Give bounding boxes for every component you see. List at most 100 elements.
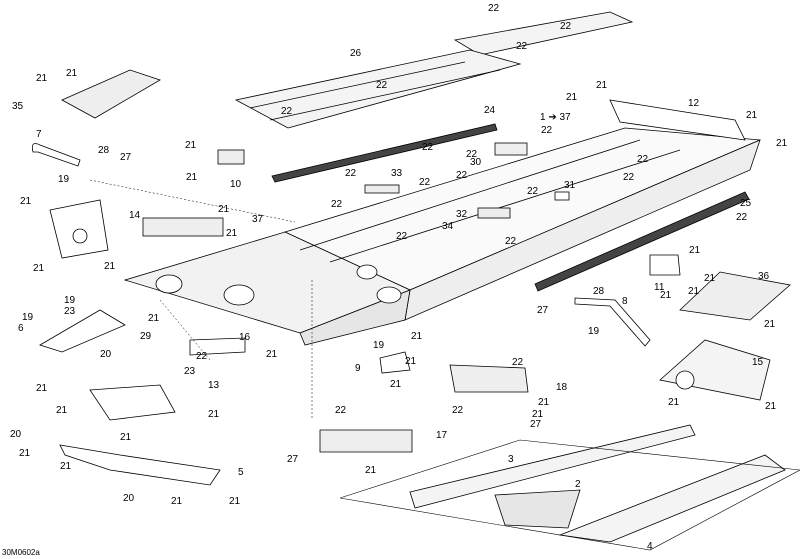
callout-22: 22	[376, 80, 388, 91]
callout-22: 22	[541, 125, 553, 136]
callout-22: 22	[281, 106, 293, 117]
part-11-bracket	[649, 254, 681, 276]
callout-21: 21	[56, 405, 68, 416]
callout-19: 19	[64, 295, 76, 306]
callout-21: 21	[764, 319, 776, 330]
callout-32: 32	[456, 209, 468, 220]
callout-21: 21	[596, 80, 608, 91]
part-5-bracket	[59, 444, 221, 486]
callout-22: 22	[466, 149, 478, 160]
callout-1-to-37: 1 ➔ 37	[540, 112, 571, 123]
part-31-block	[554, 191, 570, 201]
callout-10: 10	[230, 179, 242, 190]
callout-22: 22	[516, 41, 528, 52]
callout-11: 11	[654, 282, 665, 293]
callout-21: 21	[19, 448, 31, 459]
callout-29: 29	[140, 331, 152, 342]
callout-21: 21	[185, 140, 197, 151]
callout-21: 21	[20, 196, 32, 207]
part-15-plate	[659, 339, 771, 401]
part-30-block	[494, 142, 528, 156]
callout-21: 21	[208, 409, 220, 420]
callout-22: 22	[623, 172, 635, 183]
callout-27: 27	[120, 152, 132, 163]
callout-21: 21	[36, 73, 48, 84]
callout-7: 7	[36, 129, 42, 140]
part-8-bar	[574, 297, 651, 347]
callout-22: 22	[422, 142, 434, 153]
callout-21: 21	[365, 465, 377, 476]
callout-22: 22	[456, 170, 468, 181]
callout-21: 21	[226, 228, 238, 239]
callout-22: 22	[527, 186, 539, 197]
part-4-rail	[558, 454, 786, 543]
part-17-bracket	[319, 429, 413, 453]
callout-21: 21	[538, 397, 550, 408]
callout-21: 21	[765, 401, 777, 412]
part-26-plate	[453, 11, 634, 56]
part-26-upper-plate	[234, 49, 522, 129]
callout-22: 22	[560, 21, 572, 32]
callout-21: 21	[566, 92, 578, 103]
callout-21: 21	[688, 286, 700, 297]
callout-21: 21	[746, 110, 758, 121]
callout-21: 21	[532, 409, 544, 420]
part-12-bracket	[609, 99, 746, 141]
callout-4: 4	[647, 541, 653, 552]
callout-5: 5	[238, 467, 244, 478]
part-9-bracket	[379, 351, 411, 374]
callout-22: 22	[331, 199, 343, 210]
callout-21: 21	[689, 245, 701, 256]
part-10-block	[217, 149, 245, 165]
callout-22: 22	[335, 405, 347, 416]
callout-33: 33	[391, 168, 403, 179]
callout-21: 21	[411, 331, 423, 342]
part-16-bracket	[189, 337, 246, 356]
part-33-block	[364, 184, 400, 194]
callout-27: 27	[537, 305, 549, 316]
callout-3: 3	[508, 454, 514, 465]
callout-21: 21	[668, 397, 680, 408]
callout-22: 22	[345, 168, 357, 179]
callout-27: 27	[287, 454, 299, 465]
part-18-bracket	[449, 364, 529, 393]
callout-36: 36	[758, 271, 770, 282]
callout-21: 21	[120, 432, 132, 443]
callout-19: 19	[22, 312, 34, 323]
callout-22: 22	[505, 236, 517, 247]
callout-31: 31	[564, 180, 576, 191]
callout-22: 22	[419, 177, 431, 188]
callout-21: 21	[660, 290, 672, 301]
drawing-code: 30M0602a	[2, 548, 40, 557]
part-2-cover	[494, 489, 581, 529]
part-35-bracket	[61, 69, 161, 119]
callout-21: 21	[776, 138, 788, 149]
part-37-bracket	[142, 217, 224, 237]
callout-21: 21	[33, 263, 45, 274]
callout-8: 8	[622, 296, 628, 307]
callout-30: 30	[470, 157, 482, 168]
callout-9: 9	[355, 363, 361, 374]
callout-16: 16	[239, 332, 251, 343]
callout-14: 14	[129, 210, 141, 221]
callout-21: 21	[171, 496, 183, 507]
callout-22: 22	[488, 3, 500, 14]
callout-22: 22	[512, 357, 524, 368]
callout-21: 21	[60, 461, 72, 472]
callout-20: 20	[123, 493, 135, 504]
callout-2: 2	[575, 479, 581, 490]
callout-6: 6	[18, 323, 24, 334]
callout-21: 21	[218, 204, 230, 215]
callout-21: 21	[104, 261, 116, 272]
part-6-bracket	[39, 309, 126, 353]
callout-25: 25	[740, 198, 752, 209]
callout-22: 22	[452, 405, 464, 416]
callout-22: 22	[637, 154, 649, 165]
callout-19: 19	[588, 326, 600, 337]
callout-21: 21	[186, 172, 198, 183]
part-25-slider	[534, 191, 750, 292]
callout-21: 21	[704, 273, 716, 284]
callout-21: 21	[266, 349, 278, 360]
callout-27: 27	[530, 419, 542, 430]
